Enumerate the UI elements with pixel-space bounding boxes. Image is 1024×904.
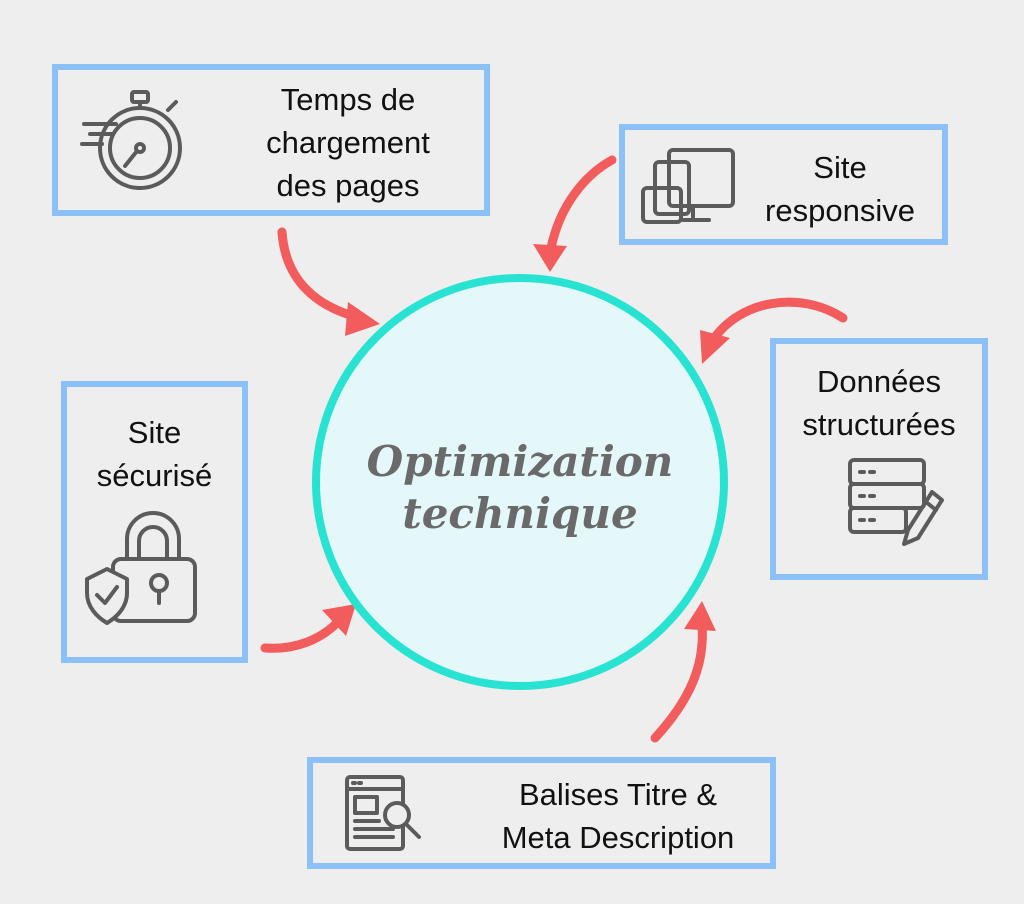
arrowhead-secure xyxy=(322,604,356,636)
node-meta-tags-line-1: Balises Titre & xyxy=(518,777,718,812)
node-secure-line-2: sécurisé xyxy=(96,458,213,493)
lock-shield-icon xyxy=(83,509,203,629)
node-secure: Site sécurisé xyxy=(61,381,248,663)
arrow-structured-data xyxy=(708,297,848,345)
node-responsive-label: Site responsive xyxy=(745,146,935,232)
node-responsive: Site responsive xyxy=(619,124,948,245)
database-edit-icon xyxy=(846,456,946,552)
stopwatch-icon xyxy=(80,86,192,196)
arrow-secure xyxy=(260,617,343,653)
node-loading-time: Temps de chargement des pages xyxy=(52,64,490,216)
node-meta-tags-line-2: Meta Description xyxy=(501,820,735,855)
node-secure-line-1: Site xyxy=(127,415,182,450)
hub-title-line-1: Optimization xyxy=(366,437,674,486)
node-responsive-line-1: Site xyxy=(813,150,867,185)
devices-icon xyxy=(639,146,737,228)
node-meta-tags-label: Balises Titre & Meta Description xyxy=(473,773,763,859)
arrowhead-meta-tags xyxy=(684,601,716,631)
node-secure-label: Site sécurisé xyxy=(67,411,242,497)
arrow-meta-tags xyxy=(650,620,707,743)
arrowhead-structured-data xyxy=(700,330,730,364)
node-responsive-line-2: responsive xyxy=(765,193,915,228)
hub-circle: Optimization technique xyxy=(312,274,728,690)
node-structured-data-line-2: structurées xyxy=(802,407,956,442)
node-loading-time-label: Temps de chargement des pages xyxy=(238,78,458,207)
node-loading-time-line-1: Temps de xyxy=(280,82,416,117)
node-meta-tags: Balises Titre & Meta Description xyxy=(307,757,776,869)
arrowhead-responsive xyxy=(533,244,567,272)
arrowhead-loading-time xyxy=(345,302,380,336)
node-structured-data: Données structurées xyxy=(770,338,988,580)
node-loading-time-line-2: chargement xyxy=(266,125,430,160)
node-loading-time-line-3: des pages xyxy=(276,168,420,203)
arrow-responsive xyxy=(546,155,617,253)
arrow-loading-time xyxy=(277,227,365,323)
node-structured-data-label: Données structurées xyxy=(776,360,982,446)
hub-title-line-2: technique xyxy=(402,489,638,538)
node-structured-data-line-1: Données xyxy=(816,364,942,399)
webpage-search-icon xyxy=(343,773,427,857)
